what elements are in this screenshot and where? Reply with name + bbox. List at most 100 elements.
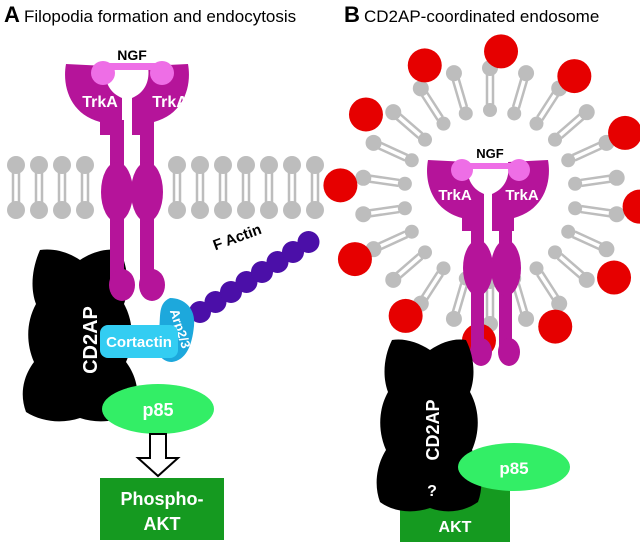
lipid-head [355,206,372,223]
question-mark: ? [427,483,437,500]
lipid-head [237,201,255,219]
lipid-head [260,156,278,174]
lipid-head [283,156,301,174]
lipid-head [518,65,535,82]
lipid-tail [420,271,439,298]
lipid-tail [368,180,399,188]
lipid-head [385,271,402,288]
trka-right-label-a: TrkA [152,94,188,111]
lipid-head [168,156,186,174]
lipid-head [7,156,25,174]
lipid-tail [580,210,611,218]
lipid-head [283,201,301,219]
ngf-label-b: NGF [476,146,504,161]
lipid-head [547,245,562,260]
lipid-tail [574,146,603,162]
lipid-head [53,156,71,174]
panel-a: A Filopodia formation and endocytosis F … [4,2,324,540]
panel-a-letter: A [4,2,20,27]
lipid-tail [379,235,409,251]
panel-b-letter: B [344,2,360,27]
phospho-akt-box [100,478,224,540]
p85-a [102,384,214,434]
lipid-head [458,106,473,121]
lipid-head [260,201,278,219]
lipid-head [578,271,595,288]
lipid-tail [560,117,585,139]
akt-label-b: AKT [439,519,472,536]
lipid-head [412,80,429,97]
lipid-tail [581,204,612,212]
lipid-head [445,310,462,327]
lipid-head [561,224,576,239]
rab5-sphere [348,97,383,132]
lipid-head [436,261,451,276]
panel-b-title: CD2AP-coordinated endosome [364,7,599,26]
lipid-tail [556,112,582,135]
lipid-tail [398,112,424,135]
lipid-tail [377,230,406,246]
lipid-tail [541,94,560,121]
lipid-head [418,132,433,147]
lipid-head [529,261,544,276]
lipid-head [365,134,382,151]
f-actin-label: F Actin [211,221,264,254]
lipid-head [608,206,625,223]
cd2ap-shape-a [22,249,138,422]
lipid-tail [517,283,529,313]
rab5-sphere [538,309,573,344]
lipid-head [30,201,48,219]
lipid-tail [379,141,409,157]
lipid-tail [369,210,400,218]
lipid-head [529,116,544,131]
lipid-tail [451,283,463,313]
lipid-head [168,201,186,219]
lipid-head [551,295,568,312]
lipid-head [53,201,71,219]
ngf-label-a: NGF [117,47,147,63]
lipid-tail [457,284,469,315]
lipid-tail [517,79,529,109]
lipid-head [598,241,615,258]
lipid-head [30,156,48,174]
lipid-head [507,106,522,121]
lipid-tail [425,274,444,301]
lipid-head [355,169,372,186]
rab5-label: Rab5 [439,36,464,47]
lipid-head [418,245,433,260]
trka-left-label-a: TrkA [82,94,118,111]
trka-left-label-b: TrkA [438,187,472,204]
rab5-sphere [388,298,423,333]
lipid-tail [560,253,585,275]
rab5-sphere [407,48,442,83]
rab5-sphere [337,242,372,277]
lipid-tail [536,91,555,118]
lipid-tail [581,180,612,188]
lipid-tail [395,253,420,275]
lipid-head [547,132,562,147]
lipid-tail [369,174,400,182]
ngf-ligand-b [451,159,530,181]
cd2ap-label-b: CD2AP [423,399,443,460]
trka-receptor-pair-a [65,64,189,301]
lipid-head [518,310,535,327]
lipid-head [306,156,324,174]
lipid-tail [511,77,523,108]
lipid-tail [395,117,420,139]
rab5-sphere [484,34,519,69]
panel-a-title: Filopodia formation and endocytosis [24,7,296,26]
cortactin-label: Cortactin [106,334,172,351]
cd2ap-label-a: CD2AP [80,306,102,374]
rab5-sphere [557,59,592,94]
lipid-tail [398,257,424,280]
cortactin-box [100,325,178,358]
lipid-head [436,116,451,131]
lipid-tail [425,91,444,118]
p85-label-b: p85 [499,459,528,478]
lipid-head [397,176,412,191]
lipid-head [578,104,595,121]
lipid-head [237,156,255,174]
lipid-tail [556,257,582,280]
trka-right-label-b: TrkA [505,187,539,204]
lipid-head [214,156,232,174]
